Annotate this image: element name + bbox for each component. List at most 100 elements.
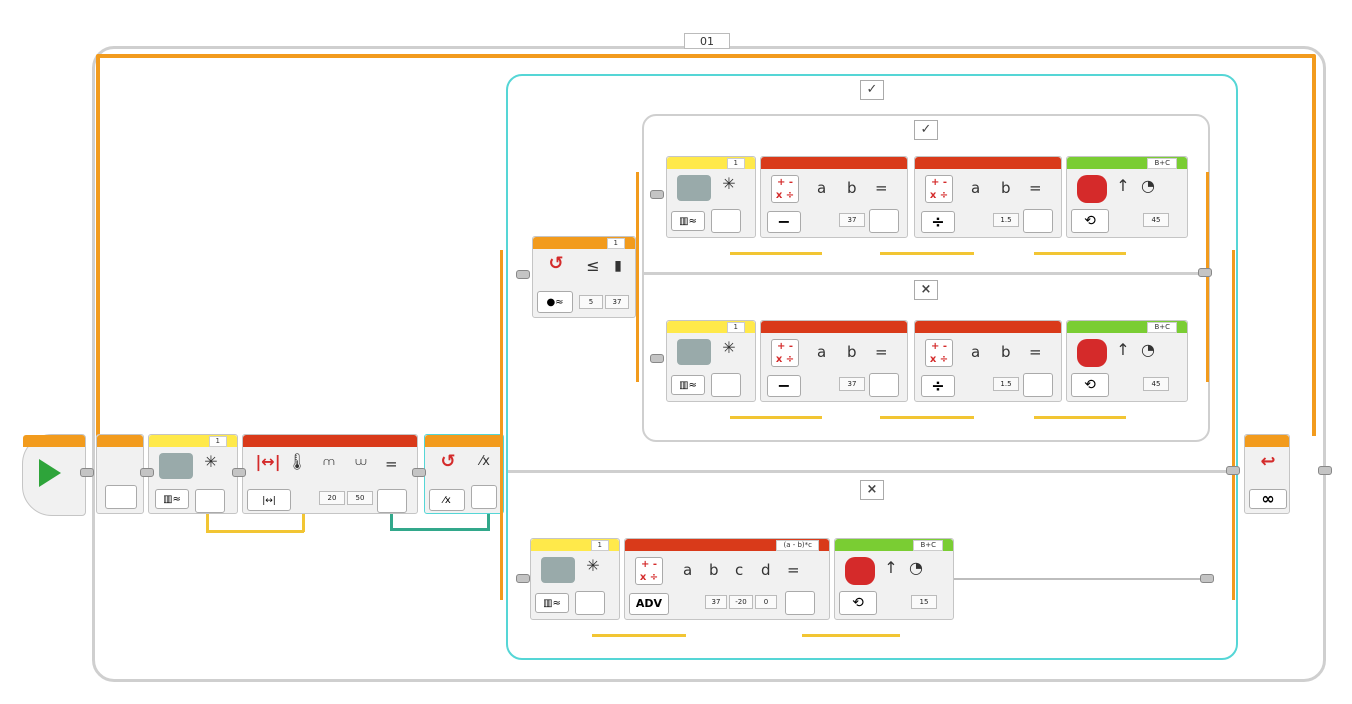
adv-mode-button[interactable]: ADV [629, 593, 669, 615]
operation-button[interactable]: − [767, 375, 801, 397]
sequence-plug[interactable] [412, 468, 426, 477]
false-sensor-port[interactable]: 1 [726, 322, 745, 333]
loop-end-block[interactable]: ↩ ∞ [1244, 434, 1290, 514]
true-sensor-block[interactable]: 1 ✳ ▥≈ [666, 156, 756, 238]
true-math-subtract-block[interactable]: + -x ÷ a b = − 37 [760, 156, 908, 238]
upper-value[interactable]: 50 [347, 491, 373, 505]
power-value[interactable]: 45 [1143, 377, 1169, 391]
input-a-label: a [817, 343, 827, 361]
wire-true-3 [1034, 252, 1126, 255]
input-b-value[interactable]: 1.5 [993, 377, 1019, 391]
infinity-icon[interactable]: ∞ [1249, 489, 1287, 509]
false-math-subtract-block[interactable]: + -x ÷ a b = − 37 [760, 320, 908, 402]
inner-switch-port[interactable]: 1 [606, 238, 625, 249]
color-sensor-icon [677, 175, 711, 201]
sequence-plug[interactable] [650, 190, 664, 199]
motor-ports[interactable]: B+C [913, 540, 943, 551]
motor-ports[interactable]: B+C [1147, 158, 1177, 169]
input-b-value[interactable]: 37 [705, 595, 727, 609]
steering-mode-button[interactable]: ⟲ [839, 591, 877, 615]
sequence-plug[interactable] [1226, 466, 1240, 475]
true-steering-block[interactable]: B+C ↑ ◔ ⟲ 45 [1066, 156, 1188, 238]
play-icon[interactable] [39, 459, 61, 487]
outer-switch-bracket-left [500, 250, 503, 600]
operation-button[interactable]: ÷ [921, 375, 955, 397]
loop-name-tab[interactable]: 01 [684, 33, 730, 49]
color-sensor-icon [541, 557, 575, 583]
outer-case-true-header[interactable]: ✓ [860, 80, 884, 100]
sequence-plug[interactable] [140, 468, 154, 477]
input-b-value[interactable]: 37 [839, 213, 865, 227]
input-d-value[interactable]: 0 [755, 595, 777, 609]
false-math-divide-block[interactable]: + -x ÷ a b = ÷ 1.5 [914, 320, 1062, 402]
power-value[interactable]: 45 [1143, 213, 1169, 227]
input-b-label: b [1001, 179, 1011, 197]
compare-symbol: ≤ [586, 256, 600, 275]
lower-value[interactable]: 20 [319, 491, 345, 505]
steering-arrow-icon: ↑ [1116, 340, 1130, 359]
equals-sign: = [385, 455, 398, 473]
sequence-plug[interactable] [516, 270, 530, 279]
inner-switch-value-2[interactable]: 37 [605, 295, 629, 309]
formula-text[interactable]: (a - b)*c [776, 540, 819, 551]
steering-mode-button[interactable]: ⟲ [1071, 209, 1109, 233]
sensor-mode-button[interactable]: ▥≈ [671, 211, 705, 231]
outer-case-false-header[interactable]: × [860, 480, 884, 500]
outer-false-sensor-block[interactable]: 1 ✳ ▥≈ [530, 538, 620, 620]
motor-ports[interactable]: B+C [1147, 322, 1177, 333]
wire-false-2 [880, 416, 974, 419]
inner-switch-mode[interactable]: ●≈ [537, 291, 573, 313]
operation-button[interactable]: − [767, 211, 801, 233]
sensor-mode-button[interactable]: ▥≈ [671, 375, 705, 395]
sequence-plug[interactable] [650, 354, 664, 363]
range-mode-button[interactable]: |↔| [247, 489, 291, 511]
range-icon: |↔| [255, 452, 281, 471]
logic-switch-block[interactable]: ↺ ⁄x ⁄x [424, 434, 504, 514]
loop-start-block[interactable] [96, 434, 144, 514]
sequence-plug[interactable] [232, 468, 246, 477]
input-b-value[interactable]: 1.5 [993, 213, 1019, 227]
sequence-plug[interactable] [1318, 466, 1332, 475]
sensor-port[interactable]: 1 [208, 436, 227, 447]
sensor-mode-button[interactable]: ▥≈ [535, 593, 569, 613]
color-sensor-block[interactable]: 1 ✳ ▥≈ [148, 434, 238, 514]
range-compare-block[interactable]: |↔| 🌡 ⩋ ⩊ = |↔| 20 50 [242, 434, 418, 514]
inner-case-true-header[interactable]: ✓ [914, 120, 938, 140]
logic-switch-icon: ↺ [440, 451, 456, 472]
false-steering-block[interactable]: B+C ↑ ◔ ⟲ 45 [1066, 320, 1188, 402]
switch-mode-button[interactable]: ⁄x [429, 489, 465, 511]
data-wire-2 [390, 528, 490, 531]
inner-case-false-header[interactable]: × [914, 280, 938, 300]
input-d-label: d [761, 561, 771, 579]
inner-switch-value-1[interactable]: 5 [579, 295, 603, 309]
reflected-light-icon[interactable]: ▥≈ [155, 489, 189, 509]
power-value[interactable]: 15 [911, 595, 937, 609]
outer-false-sensor-port[interactable]: 1 [590, 540, 609, 551]
input-b-value[interactable]: 37 [839, 377, 865, 391]
sequence-plug[interactable] [1200, 574, 1214, 583]
sensor-output [195, 489, 225, 513]
inner-color-switch-block[interactable]: 1 ↺ ≤ ▮ ●≈ 5 37 [532, 236, 636, 318]
sequence-beam [954, 578, 1202, 580]
outer-switch-frame [506, 74, 1238, 660]
input-c-value[interactable]: -20 [729, 595, 753, 609]
color-sensor-icon [677, 339, 711, 365]
operation-button[interactable]: ÷ [921, 211, 955, 233]
sequence-plug[interactable] [1198, 268, 1212, 277]
light-icon: ✳ [204, 452, 218, 471]
true-math-divide-block[interactable]: + -x ÷ a b = ÷ 1.5 [914, 156, 1062, 238]
thermometer-icon: 🌡 [287, 452, 308, 471]
steering-mode-button[interactable]: ⟲ [1071, 373, 1109, 397]
compare-output [377, 489, 407, 513]
sensor-output [575, 591, 605, 615]
wire-outer-false-1 [592, 634, 686, 637]
input-a-label: a [683, 561, 693, 579]
start-block[interactable] [22, 434, 86, 516]
advanced-math-block[interactable]: (a - b)*c + -x ÷ a b c d = ADV 37 -20 0 [624, 538, 830, 620]
sequence-plug[interactable] [516, 574, 530, 583]
true-sensor-port[interactable]: 1 [726, 158, 745, 169]
input-a-label: a [817, 179, 827, 197]
outer-false-steering-block[interactable]: B+C ↑ ◔ ⟲ 15 [834, 538, 954, 620]
false-sensor-block[interactable]: 1 ✳ ▥≈ [666, 320, 756, 402]
sequence-plug[interactable] [80, 468, 94, 477]
